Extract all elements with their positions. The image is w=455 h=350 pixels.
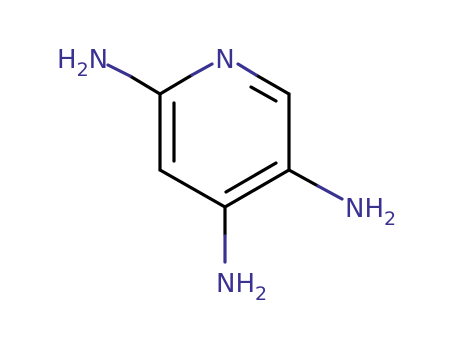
amino-c2-n: N xyxy=(89,45,108,75)
amino-group-c4-label: NH2 xyxy=(216,269,267,305)
bonds xyxy=(106,62,344,264)
bond-c2-nh2-carbon-half xyxy=(128,74,162,96)
bond-c5-nh2-carbon-half xyxy=(287,168,320,188)
bond-n1-c6-carbon-half xyxy=(254,73,291,96)
amino-c2-h: H xyxy=(57,45,77,75)
bond-c4-c3 xyxy=(158,168,227,209)
amino-c5-subscript: 2 xyxy=(384,208,396,230)
bond-n1-c6-nitrogen-half xyxy=(236,62,258,77)
bond-c5-nh2-nitrogen-half xyxy=(316,184,344,201)
amino-group-c2-label: H2N xyxy=(57,45,108,81)
bond-c2-n1-carbon-half xyxy=(158,73,194,96)
atom-labels: N H2N NH2 NH2 xyxy=(57,45,396,305)
amino-c2-subscript: 2 xyxy=(77,59,89,81)
amino-c4-subscript: 2 xyxy=(255,283,267,305)
bond-c5-c4-inner xyxy=(224,161,278,194)
bond-c5-c4 xyxy=(223,168,291,209)
bond-n1-c6-inner xyxy=(249,85,278,103)
bond-c2-n1-nitrogen-half xyxy=(190,62,214,77)
bond-c2-nh2-nitrogen-half xyxy=(106,63,132,78)
amino-c5-nh: NH xyxy=(345,194,384,224)
amino-group-c5-label: NH2 xyxy=(345,194,396,230)
amino-c4-nh: NH xyxy=(216,269,255,299)
ring-nitrogen-label: N xyxy=(215,45,234,75)
